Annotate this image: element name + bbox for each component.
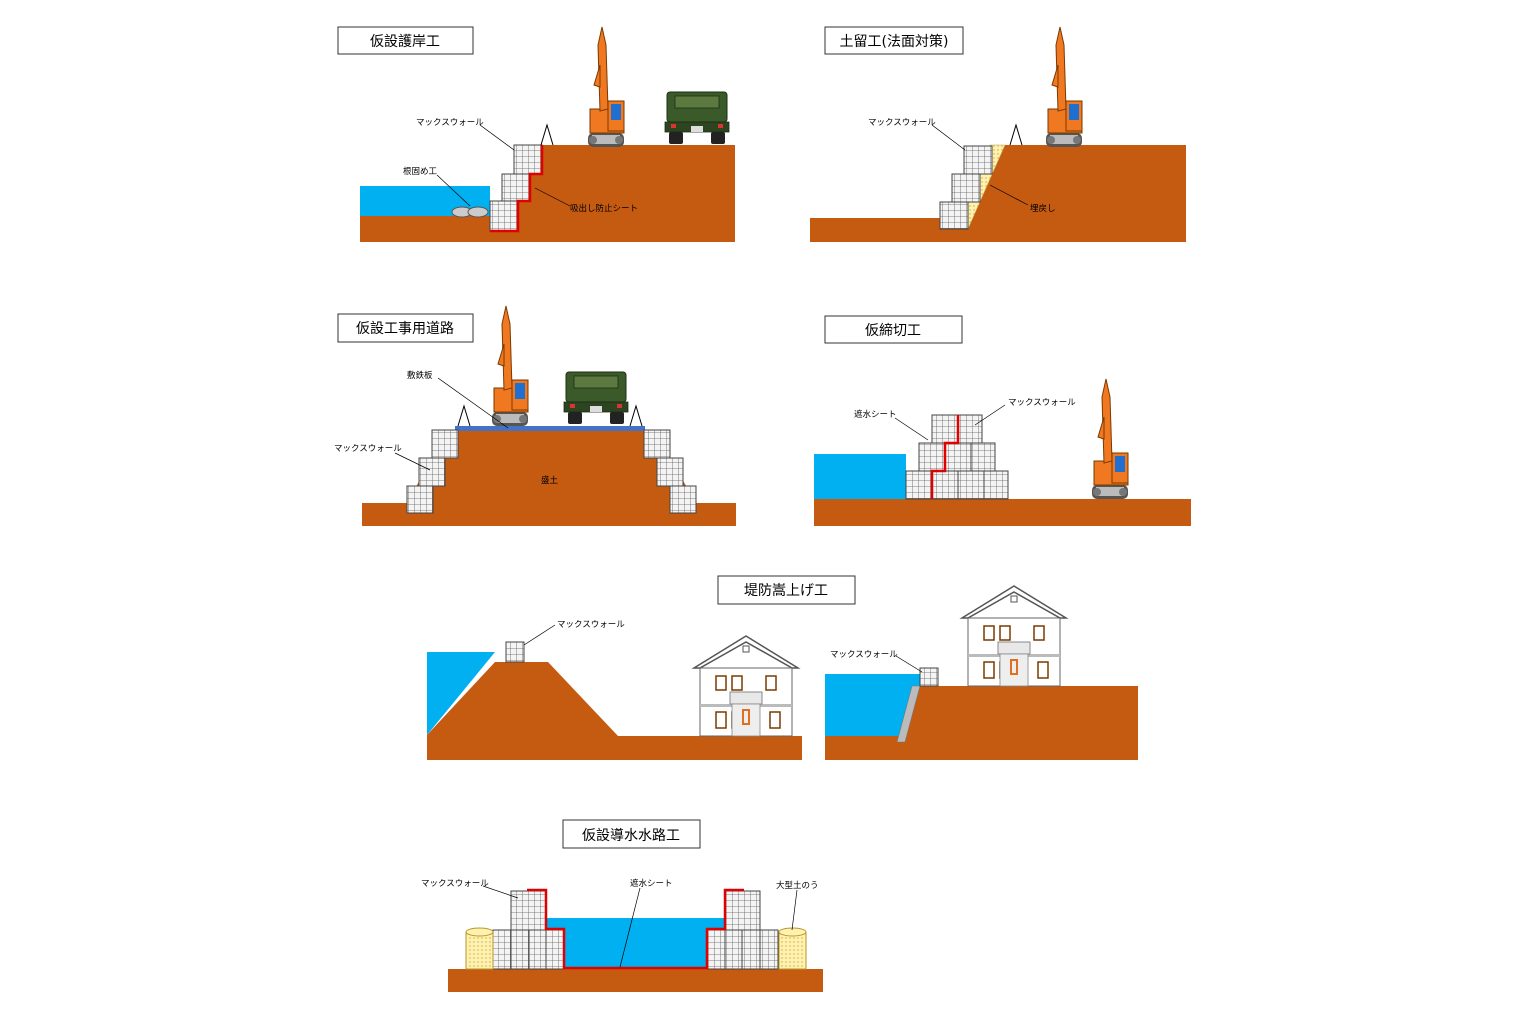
gabion-block-icon xyxy=(406,485,434,514)
panel3-title-box xyxy=(337,313,474,343)
label-maxwall: マックスウォール xyxy=(868,118,936,128)
label-plate: 敷鉄板 xyxy=(407,370,433,381)
panel4-title-box xyxy=(824,315,963,344)
panel2-title: 土留工(法面対策) xyxy=(840,33,949,50)
label-maxwall: マックスウォール xyxy=(334,444,402,454)
gabion-block-icon xyxy=(489,200,519,232)
panel-levee-raising: 堤防嵩上げ工 マックスウォール マックスウォール xyxy=(427,575,1138,760)
label-maxwall-a: マックスウォール xyxy=(557,620,625,630)
label-sheet: 遮水シート xyxy=(854,409,897,420)
label-maxwall: マックスウォール xyxy=(421,879,489,889)
dump-truck-icon xyxy=(664,91,730,145)
panel1-title: 仮設護岸工 xyxy=(370,34,440,50)
label-toe: 根固め工 xyxy=(403,166,438,177)
excavator-icon xyxy=(1091,378,1129,500)
panel-temporary-revetment: 仮設護岸工 マックスウォール 根固め工 吸出し防止シート xyxy=(337,26,735,242)
gabion-block-icon xyxy=(643,429,671,459)
house-icon xyxy=(961,585,1067,687)
cone-icon xyxy=(540,123,554,146)
label-maxwall: マックスウォール xyxy=(416,118,484,128)
waterproof-sheet xyxy=(930,415,960,499)
gabion-block-icon xyxy=(418,457,446,487)
levee xyxy=(427,662,802,760)
ground xyxy=(448,969,823,992)
excavator-icon xyxy=(587,26,625,148)
gabion-block-icon xyxy=(951,173,981,203)
panel5-title: 堤防嵩上げ工 xyxy=(744,583,828,599)
panel-cofferdam: 仮締切工 遮水シート マックスウォール xyxy=(814,315,1191,526)
panel1-title-box xyxy=(337,26,474,55)
panel-earth-retaining: 土留工(法面対策) マックスウォール 埋戻し xyxy=(810,26,1186,242)
water xyxy=(427,652,495,735)
gabion-block-icon xyxy=(656,457,684,487)
panel6-title-box xyxy=(562,819,701,849)
sandbag-icon xyxy=(465,927,494,970)
cone-icon xyxy=(457,404,471,427)
panel5-title-box xyxy=(717,575,856,605)
excavator-icon xyxy=(491,305,529,427)
gabion-block-icon xyxy=(963,145,993,175)
gabion-block-icon xyxy=(513,144,543,175)
panel2-title-box xyxy=(824,26,964,55)
excavator-icon xyxy=(1045,26,1083,148)
gabion-block-icon xyxy=(669,485,697,514)
gabion-block-icon xyxy=(501,173,531,202)
label-maxwall-b: マックスウォール xyxy=(830,650,898,660)
house-icon xyxy=(693,635,799,737)
left-wall-blocks xyxy=(492,890,565,970)
waterproof-sheet xyxy=(527,888,744,970)
right-wall-blocks xyxy=(706,890,779,970)
label-sheet: 吸出し防止シート xyxy=(570,203,638,214)
label-sheet: 遮水シート xyxy=(630,878,673,889)
dump-truck-icon xyxy=(563,371,629,425)
water-channel xyxy=(546,918,724,969)
ground xyxy=(814,499,1191,526)
label-maxwall: マックスウォール xyxy=(1008,398,1076,408)
cone-icon xyxy=(629,404,643,427)
label-fill: 盛土 xyxy=(541,475,559,486)
gabion-block-icon xyxy=(431,429,459,459)
toe-protection xyxy=(451,206,489,218)
panel-temporary-road: 仮設工事用道路 敷鉄板 マックスウォール 盛土 xyxy=(334,305,736,526)
ground xyxy=(810,145,1186,242)
sheet-pile xyxy=(896,685,921,743)
label-backfill: 埋戻し xyxy=(1030,203,1056,214)
gabion-block-icon xyxy=(919,667,939,687)
panel3-title: 仮設工事用道路 xyxy=(356,321,454,337)
panel4-title: 仮締切工 xyxy=(865,322,921,339)
panel6-title: 仮設導水水路工 xyxy=(582,828,680,844)
label-sandbag: 大型土のう xyxy=(776,880,819,891)
anti-suction-sheet xyxy=(490,145,544,233)
panel-temporary-channel: 仮設導水水路工 マックスウォール 遮水シート xyxy=(421,819,823,992)
gabion-block-icon xyxy=(505,641,525,663)
steel-plate xyxy=(455,426,645,431)
water xyxy=(814,454,906,500)
gabion-block-icon xyxy=(939,201,969,230)
sandbag-icon xyxy=(778,927,807,970)
cone-icon xyxy=(1009,123,1023,146)
ground xyxy=(360,145,735,242)
